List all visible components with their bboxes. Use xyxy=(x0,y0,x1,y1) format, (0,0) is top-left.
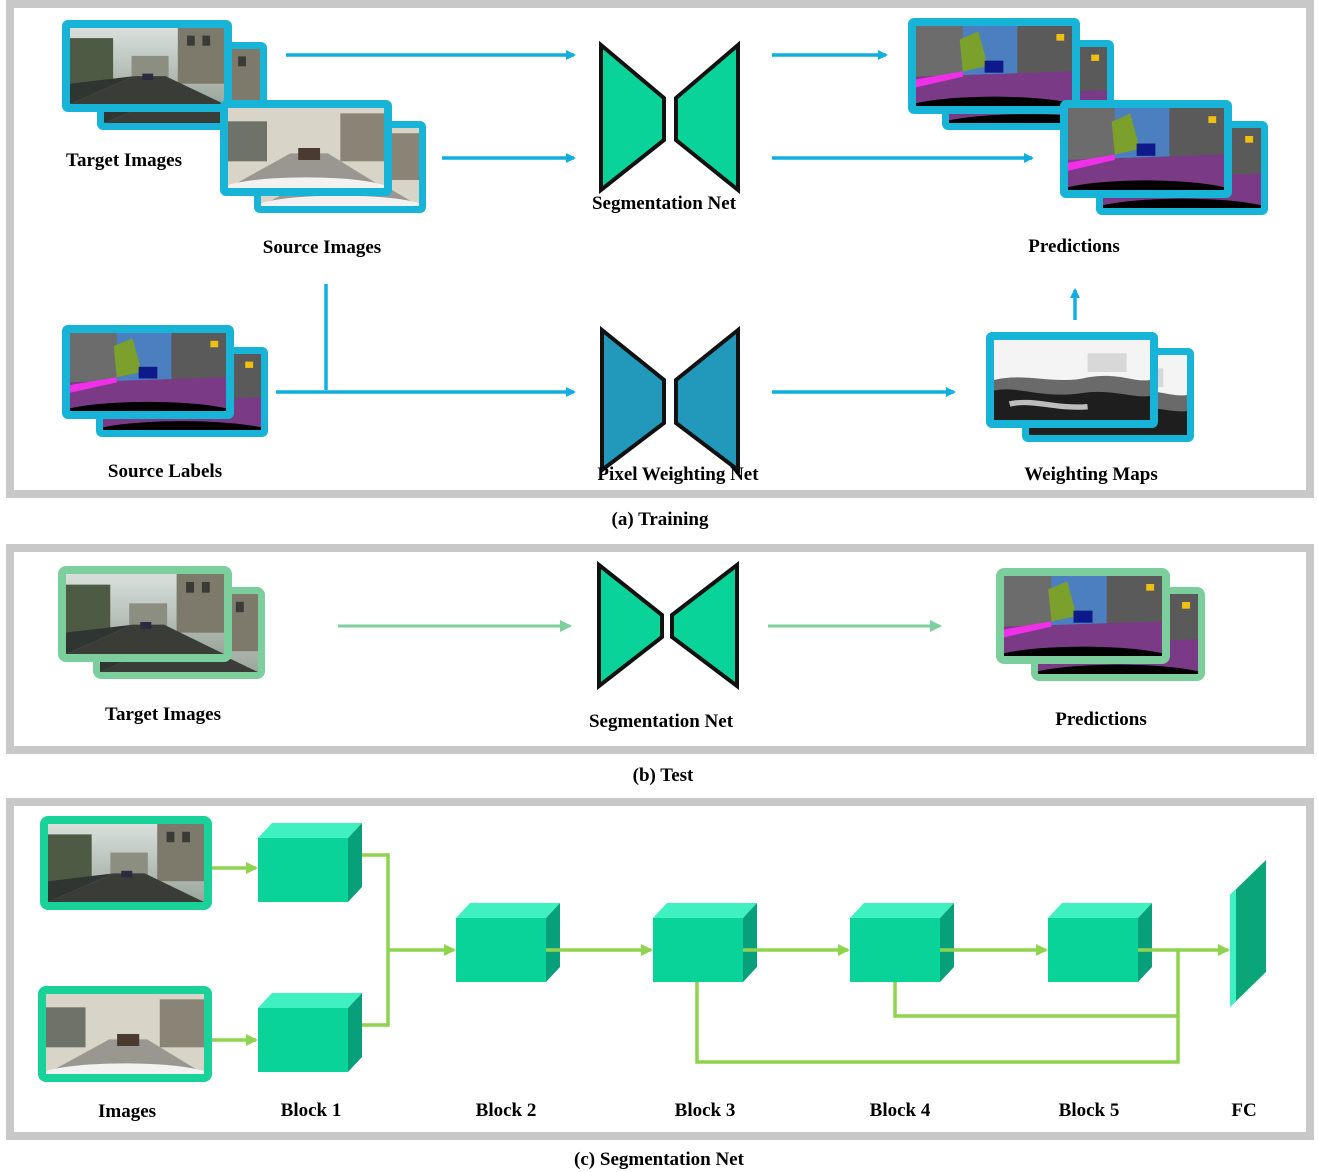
fc-layer-shape xyxy=(1230,860,1266,1007)
label-test-target-images: Target Images xyxy=(105,704,221,725)
block-1-top-cube xyxy=(258,823,362,902)
label-test-predictions: Predictions xyxy=(1055,709,1147,730)
label-predictions: Predictions xyxy=(1028,236,1120,257)
training-arrows xyxy=(276,50,1080,397)
source-images-stack xyxy=(220,100,426,213)
label-weighting-maps: Weighting Maps xyxy=(1024,464,1158,485)
test-target-images-stack xyxy=(58,566,265,679)
arch-image-top xyxy=(40,816,212,910)
label-fc: FC xyxy=(1231,1100,1257,1121)
arch-image-bottom xyxy=(38,986,212,1082)
block-3-cube xyxy=(653,903,757,982)
label-segmentation-net: Segmentation Net xyxy=(591,193,737,214)
predictions-stack-2 xyxy=(1060,100,1268,215)
caption-test: (b) Test xyxy=(632,765,694,786)
segmentation-net-shape-test xyxy=(597,560,739,691)
weighting-maps-stack xyxy=(986,332,1194,442)
block-5-cube xyxy=(1048,903,1152,982)
label-source-labels: Source Labels xyxy=(107,461,223,482)
label-pixel-weighting-net: Pixel Weighting Net xyxy=(597,464,759,485)
label-block-3: Block 3 xyxy=(674,1100,736,1121)
block-2-cube xyxy=(456,903,560,982)
block-1-bottom-cube xyxy=(258,993,362,1072)
label-images: Images xyxy=(97,1101,157,1122)
test-predictions-stack xyxy=(996,568,1205,681)
label-target-images: Target Images xyxy=(66,150,182,171)
label-block-5: Block 5 xyxy=(1058,1100,1120,1121)
pixel-weighting-net-shape xyxy=(600,325,740,475)
source-labels-stack xyxy=(62,325,268,437)
caption-segmentation-net: (c) Segmentation Net xyxy=(574,1149,744,1170)
label-block-4: Block 4 xyxy=(869,1100,931,1121)
label-block-2: Block 2 xyxy=(475,1100,537,1121)
label-source-images: Source Images xyxy=(262,237,382,258)
architecture-arrows xyxy=(212,853,1230,1064)
caption-training: (a) Training xyxy=(611,509,709,530)
label-block-1: Block 1 xyxy=(280,1100,342,1121)
label-test-segmentation-net: Segmentation Net xyxy=(588,711,734,732)
block-4-cube xyxy=(850,903,954,982)
segmentation-net-shape-training xyxy=(599,40,740,195)
